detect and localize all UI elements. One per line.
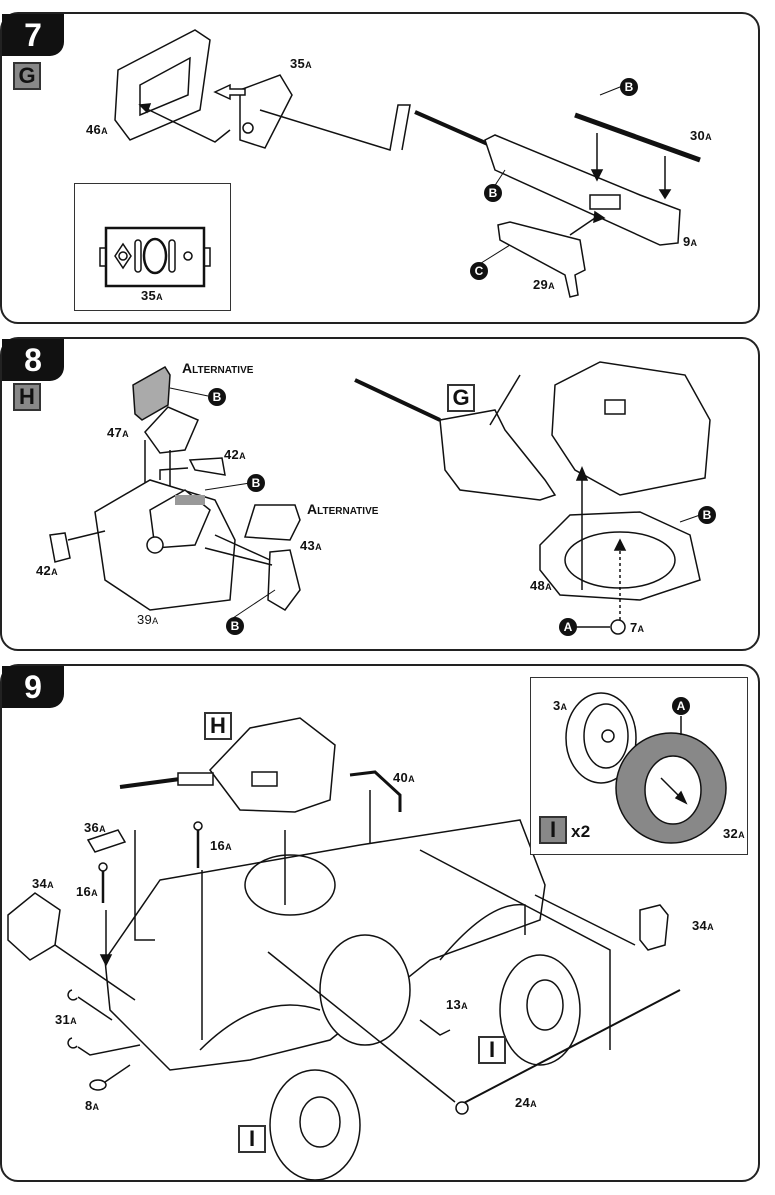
sub-assembly-badge: G [13, 62, 41, 90]
sub-assembly-ref-g: G [447, 384, 475, 412]
part-label: 9A [683, 234, 698, 249]
quantity-label: x2 [571, 822, 591, 841]
sub-assembly-badge: H [13, 383, 41, 411]
part-label: 48A [530, 578, 552, 593]
part-43a-shape [267, 549, 301, 611]
sub-assembly-ref-i: I [238, 1125, 266, 1153]
sprue-marker-b: B [247, 474, 265, 492]
part-40a-shape [349, 770, 402, 812]
detail-inset-35a: 35A [74, 183, 231, 311]
part-36a-shape [86, 829, 127, 853]
hull-shape [104, 819, 546, 1071]
part-label: 36A [84, 820, 106, 835]
part-label: 16A [76, 884, 98, 899]
wheel-sub-assembly-badge: I [539, 816, 567, 844]
part-label: 24A [515, 1095, 537, 1110]
part-8a-shape [89, 1079, 107, 1091]
part-48a-shape [539, 511, 701, 601]
sprue-marker-b: B [484, 184, 502, 202]
part-label: 13A [446, 997, 468, 1012]
part-label: 42A [224, 447, 246, 462]
part-30a-shape [574, 112, 701, 163]
sprue-marker-c: C [470, 262, 488, 280]
part-47a-alt-shape [132, 365, 171, 421]
part-label: 7A [630, 620, 645, 635]
sub-assembly-ref-i: I [478, 1036, 506, 1064]
part-label: 30A [690, 128, 712, 143]
part-label: 34A [32, 876, 54, 891]
part-label: 40A [393, 770, 415, 785]
part-42a-shape [49, 532, 71, 563]
part-3a-shape [565, 692, 637, 784]
part-label: 35A [290, 56, 312, 71]
part-46a-shape [114, 29, 211, 141]
part-29a-shape [497, 221, 586, 298]
part-label: 16A [210, 838, 232, 853]
part-7a-shape [610, 619, 626, 635]
part-label: 43A [300, 538, 322, 553]
alternative-label: Alternative [307, 501, 379, 517]
part-47a-shape [144, 406, 199, 454]
sprue-marker-b: B [698, 506, 716, 524]
part-label: 35A [141, 288, 163, 303]
wheel-assembly-inset: A I x2 3A 32A [530, 677, 748, 855]
part-31a-shape [67, 989, 78, 1001]
part-label: 31A [55, 1012, 77, 1027]
part-31a-shape [67, 1037, 78, 1049]
wheel-shape [319, 934, 411, 1046]
part-label: 3A [553, 698, 568, 713]
sub-assembly-g-shape [439, 409, 557, 501]
step-number: 8 [2, 339, 64, 381]
part-34a-shape [7, 892, 61, 961]
wheel-shape [269, 1069, 361, 1181]
alternative-label: Alternative [182, 360, 254, 376]
sprue-marker-a: A [672, 697, 690, 715]
part-9a-shape [484, 134, 681, 246]
part-42a-shape [188, 457, 226, 476]
turret-assembly-shape [551, 361, 711, 496]
sprue-marker-b: B [226, 617, 244, 635]
part-35a-detail [99, 226, 211, 288]
turret-assembly-shape [209, 717, 336, 813]
part-label: 34A [692, 918, 714, 933]
sprue-marker-a: A [559, 618, 577, 636]
wheel-assembly-drawing [565, 692, 727, 844]
part-34a-shape [639, 904, 669, 951]
part-label: 29A [533, 277, 555, 292]
step-number: 7 [2, 14, 64, 56]
part-43a-alt-shape [244, 504, 301, 541]
part-label: 42A [36, 563, 58, 578]
wheel-shape [499, 954, 581, 1066]
part-24a-shape [459, 989, 681, 1106]
step-8-drawing [49, 361, 711, 635]
part-label: 8A [85, 1098, 100, 1113]
part-label: 46A [86, 122, 108, 137]
sprue-marker-b: B [208, 388, 226, 406]
part-13a-shape [419, 1019, 451, 1036]
sub-assembly-ref-h: H [204, 712, 232, 740]
part-label: 47A [107, 425, 129, 440]
sprue-marker-b: B [620, 78, 638, 96]
step-7-drawing [114, 29, 701, 298]
part-label: 32A [723, 826, 745, 841]
step-number: 9 [2, 666, 64, 708]
part-label: 39A [137, 612, 159, 627]
